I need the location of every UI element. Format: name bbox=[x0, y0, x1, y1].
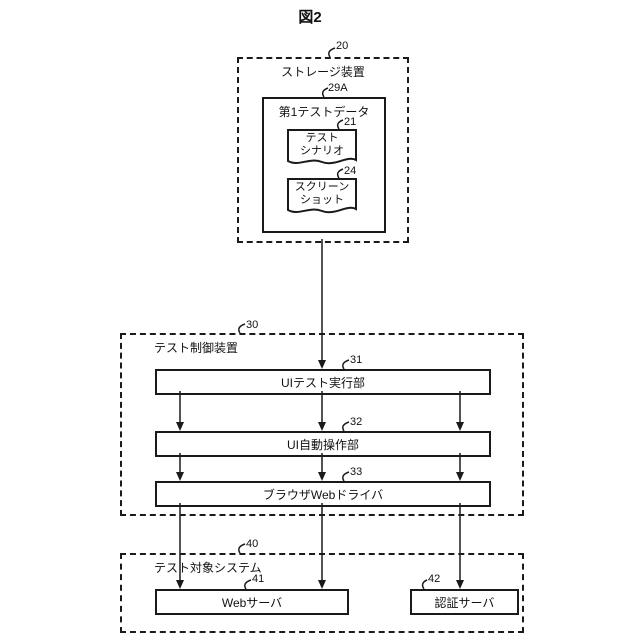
browser-webdriver-box: ブラウザWebドライバ bbox=[155, 481, 491, 507]
screenshot-label: スクリーン ショット bbox=[294, 181, 350, 206]
ref-20: 20 bbox=[336, 40, 349, 52]
storage-device-box: ストレージ装置 bbox=[237, 57, 409, 243]
test-data-label: 第1テストデータ bbox=[278, 105, 370, 119]
ref-31: 31 bbox=[350, 354, 363, 366]
ref-33: 33 bbox=[350, 466, 363, 478]
test-target-label: テスト対象システム bbox=[154, 561, 262, 575]
ref-29a: 29A bbox=[328, 82, 348, 94]
web-server-box: Webサーバ bbox=[155, 589, 349, 615]
test-scenario-doc: テスト シナリオ bbox=[287, 129, 357, 169]
ui-test-executor-label: UIテスト実行部 bbox=[280, 375, 365, 390]
document-shape-icon bbox=[287, 129, 357, 165]
storage-device-label: ストレージ装置 bbox=[281, 65, 365, 79]
test-controller-label: テスト制御装置 bbox=[154, 341, 239, 355]
ref-42: 42 bbox=[428, 573, 441, 585]
ref-32: 32 bbox=[350, 416, 363, 428]
auth-server-box: 認証サーバ bbox=[410, 589, 519, 615]
auth-server-label: 認証サーバ bbox=[434, 595, 495, 610]
ui-auto-operator-box: UI自動操作部 bbox=[155, 431, 491, 457]
ref-21: 21 bbox=[344, 116, 357, 128]
ui-auto-operator-label: UI自動操作部 bbox=[286, 437, 359, 452]
ref-24: 24 bbox=[344, 165, 357, 177]
test-scenario-label: テスト シナリオ bbox=[300, 132, 344, 157]
screenshot-doc: スクリーン ショット bbox=[287, 178, 357, 218]
ref-30: 30 bbox=[246, 319, 259, 331]
browser-webdriver-label: ブラウザWebドライバ bbox=[262, 487, 384, 502]
figure-title: 図2 bbox=[298, 9, 322, 26]
web-server-label: Webサーバ bbox=[221, 595, 283, 610]
document-shape-icon bbox=[287, 178, 357, 214]
ui-test-executor-box: UIテスト実行部 bbox=[155, 369, 491, 395]
ref-41: 41 bbox=[252, 573, 265, 585]
ref-40: 40 bbox=[246, 538, 259, 550]
